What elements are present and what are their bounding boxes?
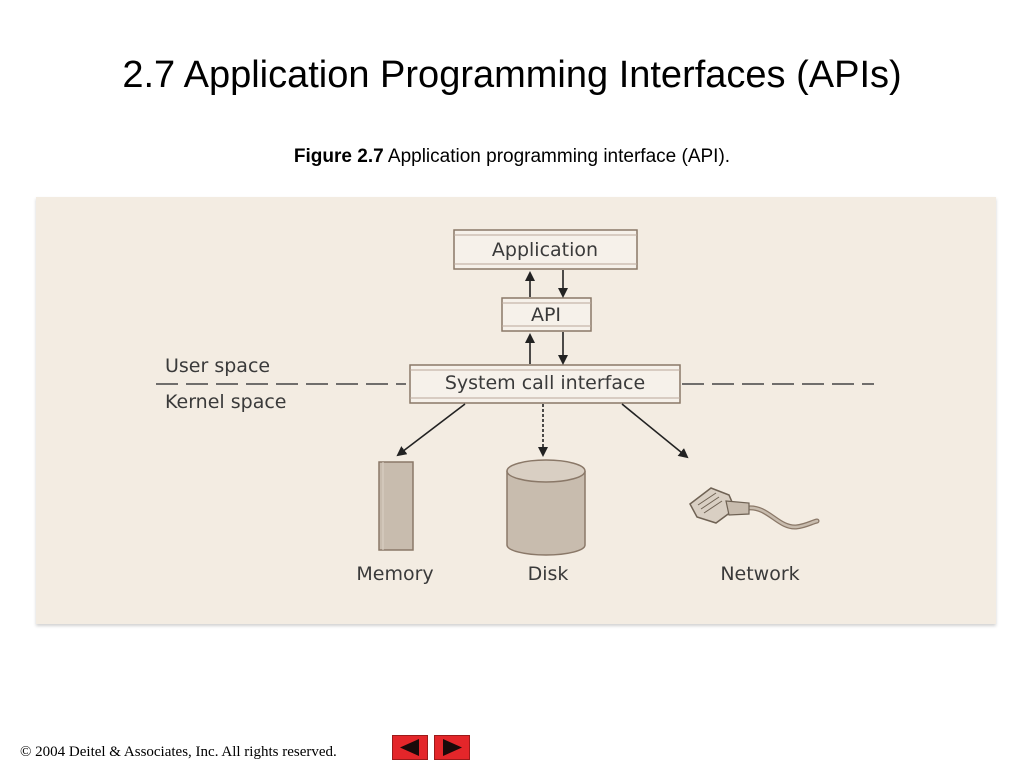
arrow-to-network [621, 403, 689, 459]
kernel-space-label: Kernel space [165, 391, 286, 413]
footer-copyright: © 2004 Deitel & Associates, Inc. All rig… [20, 742, 337, 762]
network-label: Network [720, 563, 799, 585]
system-call-interface-box: System call interface [409, 364, 681, 404]
ethernet-plug-icon [689, 487, 820, 530]
application-label: Application [492, 239, 598, 261]
disk-label: Disk [528, 563, 569, 585]
arrow-to-memory [396, 403, 466, 457]
figure-caption-text: Application programming interface (API). [383, 146, 731, 167]
copyright-symbol: © [20, 744, 32, 760]
previous-slide-button[interactable] [392, 735, 428, 760]
memory-device [378, 461, 414, 551]
copyright-text: 2004 Deitel & Associates, Inc. All right… [31, 744, 337, 760]
figure-caption: Figure 2.7 Application programming inter… [0, 144, 1024, 170]
figure-caption-label: Figure 2.7 [293, 146, 384, 167]
triangle-left-icon [400, 739, 419, 756]
disk-icon [506, 459, 586, 556]
figure-panel: Application API System call interface Us… [36, 197, 996, 624]
user-space-label: User space [165, 355, 270, 377]
api-diagram: Application API System call interface Us… [156, 229, 874, 585]
triangle-right-icon [443, 739, 462, 756]
api-box: API [501, 297, 592, 332]
next-slide-button[interactable] [434, 735, 470, 760]
application-box: Application [453, 229, 638, 270]
memory-label: Memory [356, 563, 433, 585]
slide-title: 2.7 Application Programming Interfaces (… [122, 54, 902, 96]
api-label: API [531, 304, 561, 326]
system-call-interface-label: System call interface [445, 372, 645, 394]
